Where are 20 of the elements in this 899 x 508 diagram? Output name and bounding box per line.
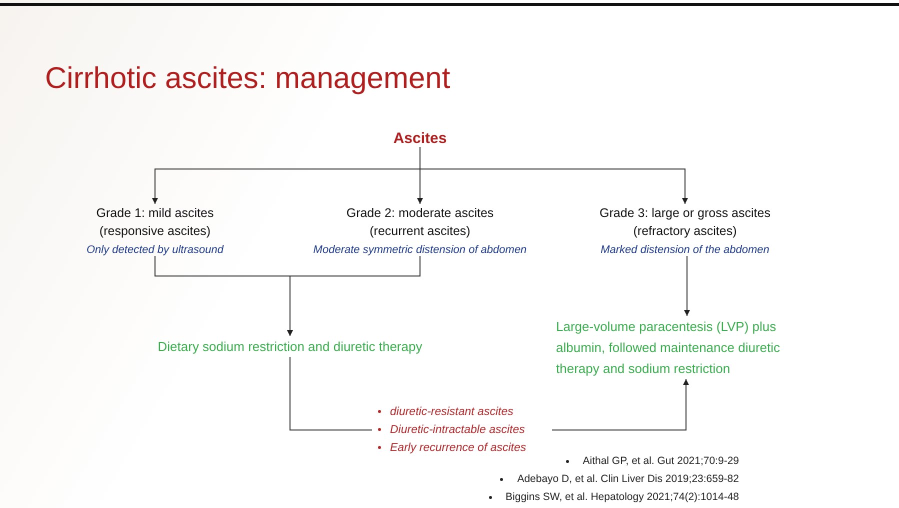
reference-text: Aithal GP, et al. Gut 2021;70:9-29 (582, 455, 739, 467)
root-label: Ascites (360, 130, 480, 147)
grade-description: Moderate symmetric distension of abdomen (312, 244, 528, 256)
reference-text: Biggins SW, et al. Hepatology 2021;74(2):1014-48 (506, 491, 739, 503)
connector-arrow (684, 256, 690, 316)
grade-description: Marked distension of the abdomen (600, 244, 770, 256)
reference-text: Adebayo D, et al. Clin Liver Dis 2019;23:659-82 (517, 473, 739, 485)
connector-arrow (420, 146, 688, 204)
grade-description: Only detected by ultrasound (86, 244, 225, 256)
grade-heading: Grade 3: large or gross ascites (refractory ascites) (598, 205, 772, 240)
treatment-label: Large-volume paracentesis (LVP) plus albumin, followed maintenance diuretic therapy and sodium restriction (556, 316, 818, 379)
criteria-item: diuretic-resistant ascites (390, 406, 514, 418)
connector-arrow (287, 256, 420, 336)
grade-heading: Grade 2: moderate ascites (recurrent ascites) (345, 205, 495, 240)
criteria-item: Early recurrence of ascites (390, 442, 526, 454)
criteria-item: Diuretic-intractable ascites (390, 424, 525, 436)
connector-arrow (552, 378, 689, 430)
treatment-label: Dietary sodium restriction and diuretic therapy (140, 336, 440, 357)
grade-heading: Grade 1: mild ascites (responsive ascites) (95, 205, 215, 240)
slide-title: Cirrhotic ascites: management (45, 62, 450, 96)
